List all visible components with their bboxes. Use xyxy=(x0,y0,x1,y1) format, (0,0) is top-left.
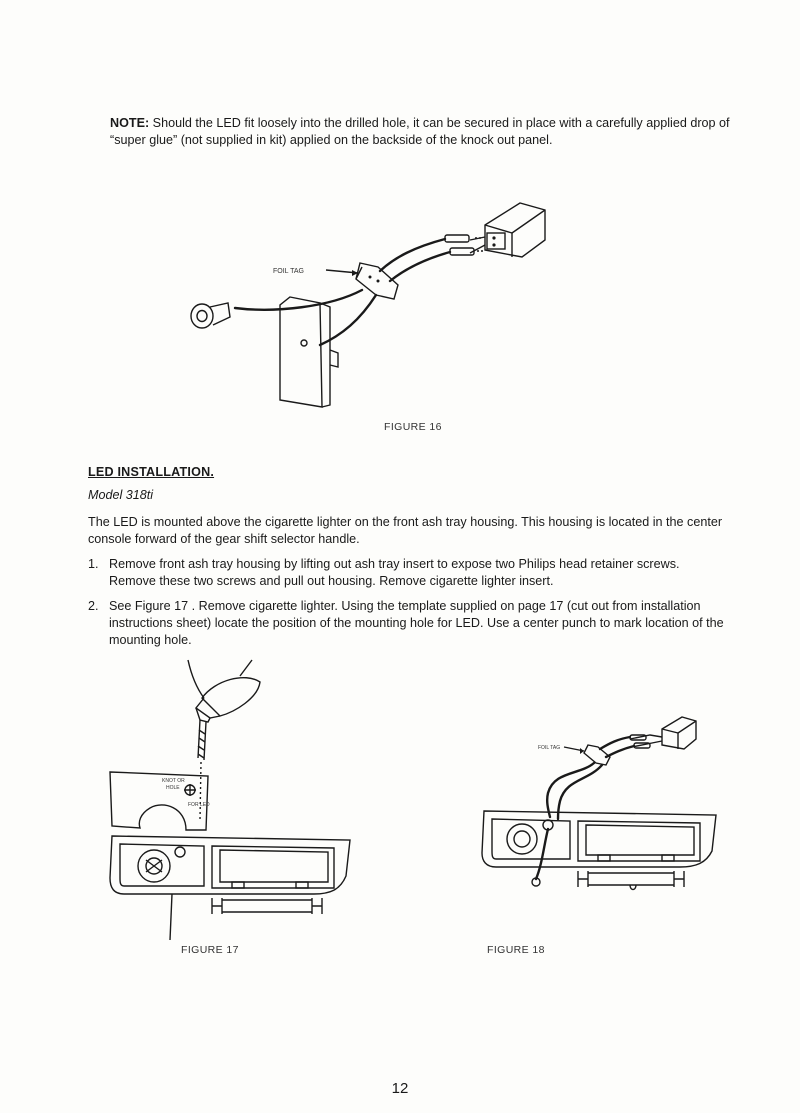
step-text: See Figure 17 . Remove cigarette lighter… xyxy=(109,599,724,647)
step-1: 1. Remove front ash tray housing by lift… xyxy=(88,556,728,590)
foil-tag-label: FOIL TAG xyxy=(538,745,560,751)
step-number: 1. xyxy=(88,557,99,571)
step-number: 2. xyxy=(88,599,99,613)
figure-18-illustration: FOIL TAG xyxy=(470,705,730,905)
led-bulb xyxy=(190,302,231,329)
foil-tag xyxy=(583,744,611,766)
template-label-3: FOR LED xyxy=(188,802,210,808)
note-lead: NOTE: xyxy=(110,116,150,130)
foil-tag-label: FOIL TAG xyxy=(273,268,304,275)
figure-18-caption: FIGURE 18 xyxy=(487,944,545,956)
intro-paragraph: The LED is mounted above the cigarette l… xyxy=(88,515,723,546)
drill xyxy=(187,659,261,761)
note-text: Should the LED fit loosely into the dril… xyxy=(110,116,730,147)
step-2: 2. See Figure 17 . Remove cigarette ligh… xyxy=(88,598,728,649)
connector-plug xyxy=(661,716,697,750)
connector-plug xyxy=(484,202,546,258)
figure-17-illustration: KNOT OR HOLE FOR LED xyxy=(100,650,360,940)
step-text: Remove front ash tray housing by lifting… xyxy=(109,557,680,588)
knockout-panel xyxy=(279,296,339,408)
figure-16-caption: FIGURE 16 xyxy=(384,421,442,433)
page-number: 12 xyxy=(391,1080,409,1097)
foil-tag xyxy=(355,262,399,300)
drilling-template: KNOT OR HOLE FOR LED xyxy=(109,771,210,831)
template-label-2: HOLE xyxy=(166,785,180,791)
model-subtitle: Model 318ti xyxy=(88,488,154,502)
figure-16-illustration: FOIL TAG xyxy=(180,195,560,415)
instruction-steps: 1. Remove front ash tray housing by lift… xyxy=(88,556,728,657)
note-paragraph: NOTE: Should the LED fit loosely into th… xyxy=(110,115,730,149)
template-label-1: KNOT OR xyxy=(162,778,185,784)
ash-tray-housing xyxy=(481,810,717,891)
figure-17-caption: FIGURE 17 xyxy=(181,944,239,956)
section-title: LED INSTALLATION. xyxy=(88,465,215,479)
ash-tray-housing xyxy=(109,835,351,940)
